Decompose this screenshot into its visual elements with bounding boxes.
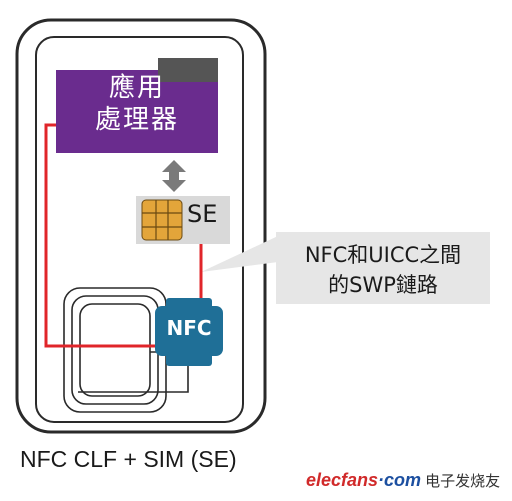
se-label: SE — [187, 200, 218, 228]
swp-callout-text: NFC和UICC之間 的SWP鏈路 — [283, 240, 483, 300]
nfc-label: NFC — [166, 316, 212, 340]
callout-line: NFC和UICC之間 — [304, 243, 462, 267]
camera-block — [158, 58, 218, 82]
application-processor-label: 應用 處理器 — [56, 72, 218, 136]
watermark-chinese: 电子发烧友 — [425, 473, 501, 490]
bidirectional-arrow-icon — [162, 160, 186, 192]
callout-box — [276, 232, 490, 304]
callout-line: 的SWP鏈路 — [328, 273, 438, 297]
diagram-caption: NFC CLF + SIM (SE) — [20, 446, 237, 472]
nfc-chip — [155, 298, 223, 366]
processor-label-line: 應用 — [108, 73, 165, 103]
callout-pointer — [201, 236, 278, 272]
application-processor-block — [56, 70, 218, 153]
sim-chip-icon — [141, 199, 183, 241]
watermark-brand: elecfans — [306, 470, 379, 490]
processor-label-line: 處理器 — [94, 105, 179, 135]
watermark-com: com — [384, 470, 422, 490]
watermark-dot: · — [378, 470, 385, 490]
